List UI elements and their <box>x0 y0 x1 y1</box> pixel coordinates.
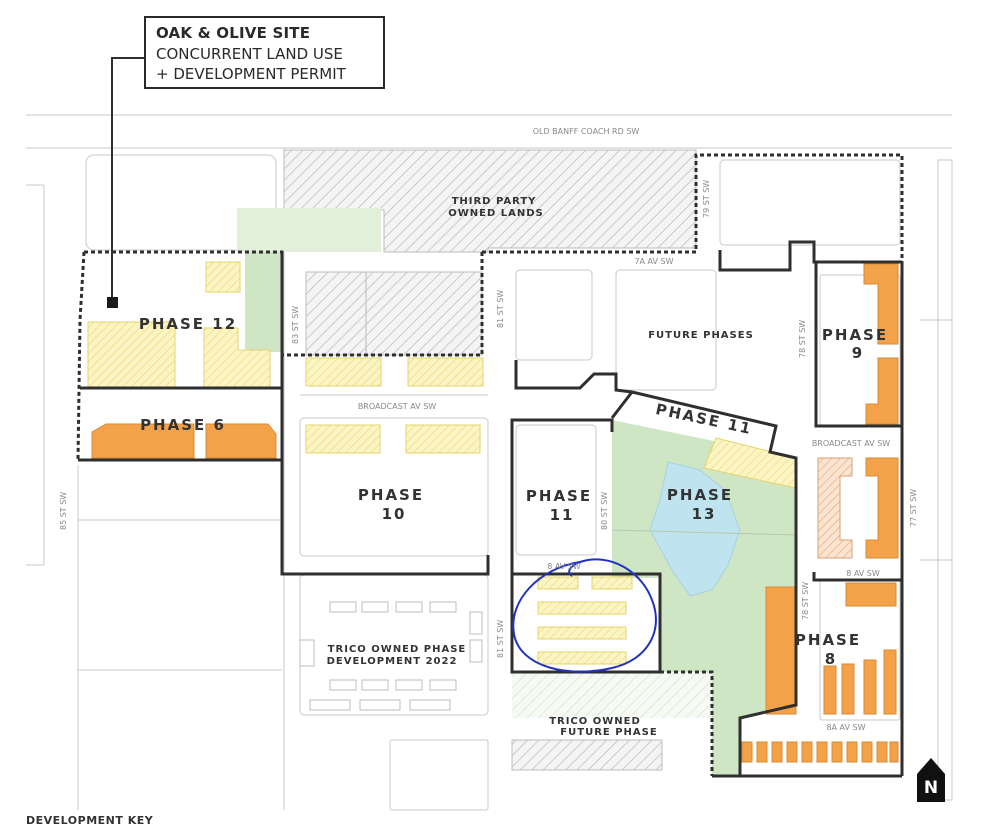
street-81-st-top: 81 ST SW <box>496 290 505 328</box>
phase-11-label-b: 11 <box>550 506 575 524</box>
pond <box>649 461 741 597</box>
street-83-st: 83 ST SW <box>291 306 300 344</box>
callout-line-1: CONCURRENT LAND USE <box>156 45 343 63</box>
street-old-banff: OLD BANFF COACH RD SW <box>533 127 640 136</box>
phase-10-label-a: PHASE <box>358 486 424 504</box>
street-broadcast-west: BROADCAST AV SW <box>358 402 436 411</box>
street-77-st: 77 ST SW <box>909 489 918 527</box>
phase-11-label-a: PHASE <box>526 487 592 505</box>
third-party-lands <box>283 149 697 356</box>
street-7a-av: 7A AV SW <box>634 257 673 266</box>
phase-6-label: PHASE 6 <box>140 416 226 434</box>
street-8-av-east: 8 AV SW <box>846 569 880 578</box>
trico-lots <box>299 601 663 771</box>
third-party-label-2: OWNED LANDS <box>448 208 544 219</box>
phase-9-label-b: 9 <box>852 344 864 362</box>
north-label: N <box>923 778 939 798</box>
phase-13-label-a: PHASE <box>667 486 733 504</box>
callout-leader <box>111 57 144 302</box>
street-8-av-west: 8 AV SW <box>547 562 581 571</box>
street-78-st-bottom: 78 ST SW <box>801 582 810 620</box>
phase-13-label-b: 13 <box>692 505 717 523</box>
phase-12-label: PHASE 12 <box>139 315 237 333</box>
street-80-st: 80 ST SW <box>600 492 609 530</box>
street-81-st-bottom: 81 ST SW <box>496 620 505 658</box>
callout-line-2: + DEVELOPMENT PERMIT <box>156 65 346 83</box>
buildings-yellow <box>87 261 797 665</box>
third-party-label-1: THIRD PARTY <box>452 196 537 207</box>
oak-olive-callout: OAK & OLIVE SITE CONCURRENT LAND USE + D… <box>144 16 385 89</box>
street-85-st: 85 ST SW <box>59 492 68 530</box>
street-78-st-top: 78 ST SW <box>798 320 807 358</box>
trico-dev-label-1: TRICO OWNED PHASE <box>328 644 467 655</box>
development-key-label: DEVELOPMENT KEY <box>26 814 154 827</box>
street-8a-av: 8A AV SW <box>826 723 865 732</box>
callout-title: OAK & OLIVE SITE <box>156 24 311 42</box>
hand-drawn-circle <box>512 558 657 673</box>
site-marker <box>107 297 118 308</box>
phase-10-label-b: 10 <box>382 505 407 523</box>
phase-8-label-b: 8 <box>825 650 837 668</box>
trico-future-label-2: FUTURE PHASE <box>560 727 657 738</box>
buildings-orange <box>91 263 899 763</box>
north-arrow-icon: N <box>916 758 946 802</box>
trico-dev-label-2: DEVELOPMENT 2022 <box>327 656 458 667</box>
phase-9-label-a: PHASE <box>822 326 888 344</box>
trico-future-label-1: TRICO OWNED <box>549 716 641 727</box>
street-broadcast-east: BROADCAST AV SW <box>812 439 890 448</box>
street-79-st: 79 ST SW <box>702 180 711 218</box>
phase-8-label-a: PHASE <box>795 631 861 649</box>
future-phases-label: FUTURE PHASES <box>648 330 754 341</box>
building-orange-hatched <box>817 457 853 559</box>
dotted-boundaries <box>76 153 904 776</box>
